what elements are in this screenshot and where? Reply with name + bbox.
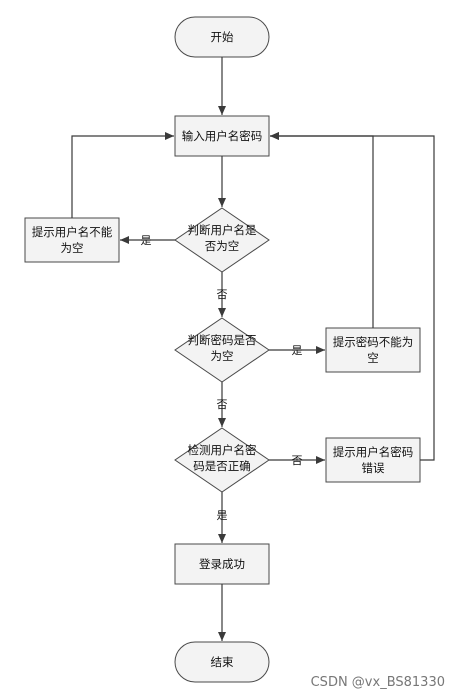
prompt-pwd-empty-label-2: 空 — [367, 351, 379, 365]
edge-label-pwd-empty-no: 否 — [217, 398, 228, 411]
edge-prompt-error-back — [270, 132, 435, 461]
prompt-user-empty-label-1: 提示用户名不能 — [32, 225, 113, 239]
check-correct-label-2: 码是否正确 — [193, 459, 251, 473]
edge-label-correct-yes: 是 — [217, 509, 228, 522]
prompt-error-label-1: 提示用户名密码 — [333, 445, 414, 459]
prompt-pwd-empty-label-1: 提示密码不能为 — [333, 335, 414, 349]
prompt-user-empty-label-2: 为空 — [61, 241, 84, 255]
edge-label-user-empty-no: 否 — [217, 288, 228, 301]
edge-label-user-empty-yes: 是 — [141, 234, 152, 247]
check-pwd-empty-label-1: 判断密码是否 — [188, 333, 257, 347]
check-correct-label-1: 检测用户名密 — [188, 443, 257, 457]
edge-prompt-user-back — [71, 132, 174, 218]
edge-label-pwd-empty-yes: 是 — [292, 344, 303, 357]
prompt-error-label-2: 错误 — [362, 461, 385, 475]
check-user-empty-label-1: 判断用户名是 — [188, 223, 257, 237]
edge-label-correct-no: 否 — [292, 454, 303, 467]
start-label: 开始 — [211, 30, 234, 44]
end-node — [174, 641, 270, 683]
check-user-empty-label-2: 否为空 — [205, 239, 240, 253]
prompt-pwd-empty-node — [325, 327, 421, 373]
watermark: CSDN @vx_BS81330 — [311, 675, 445, 690]
prompt-error-node — [325, 437, 421, 483]
input-node — [174, 115, 270, 157]
end-label: 结束 — [211, 655, 234, 669]
edge-prompt-pwd-back — [270, 132, 374, 328]
input-label: 输入用户名密码 — [182, 129, 263, 143]
login-success-label: 登录成功 — [199, 557, 245, 571]
login-success-node — [174, 543, 270, 585]
check-pwd-empty-label-2: 为空 — [211, 349, 234, 363]
